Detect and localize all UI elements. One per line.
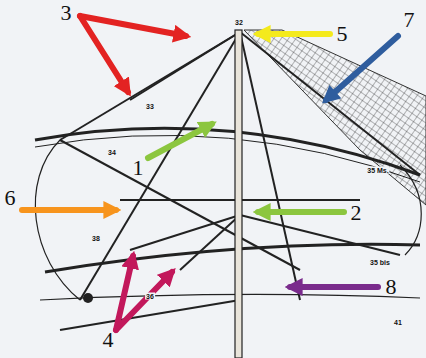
callout-arrows [22, 16, 398, 330]
mast [235, 30, 242, 358]
part-number: 35 bis [369, 259, 391, 266]
callout-number: 5 [337, 23, 348, 45]
lower-yard [45, 244, 420, 272]
boom [40, 294, 420, 300]
sail-edge [35, 140, 80, 300]
callout-number: 8 [386, 276, 397, 298]
callout-number: 3 [61, 2, 72, 24]
upper-yard [35, 128, 420, 175]
part-number: 35 Ms. [366, 167, 389, 174]
part-number: 36 [145, 293, 155, 300]
callout-number: 6 [5, 187, 16, 209]
part-number: 41 [393, 319, 403, 326]
callout-number: 1 [133, 157, 144, 179]
callout-number: 4 [103, 329, 114, 351]
block [83, 293, 93, 303]
part-number: 38 [91, 235, 101, 242]
part-number: 33 [145, 103, 155, 110]
part-number: 34 [107, 149, 117, 156]
part-number: 32 [234, 19, 244, 26]
callout-number: 7 [404, 9, 415, 31]
callout-number: 2 [351, 202, 362, 224]
